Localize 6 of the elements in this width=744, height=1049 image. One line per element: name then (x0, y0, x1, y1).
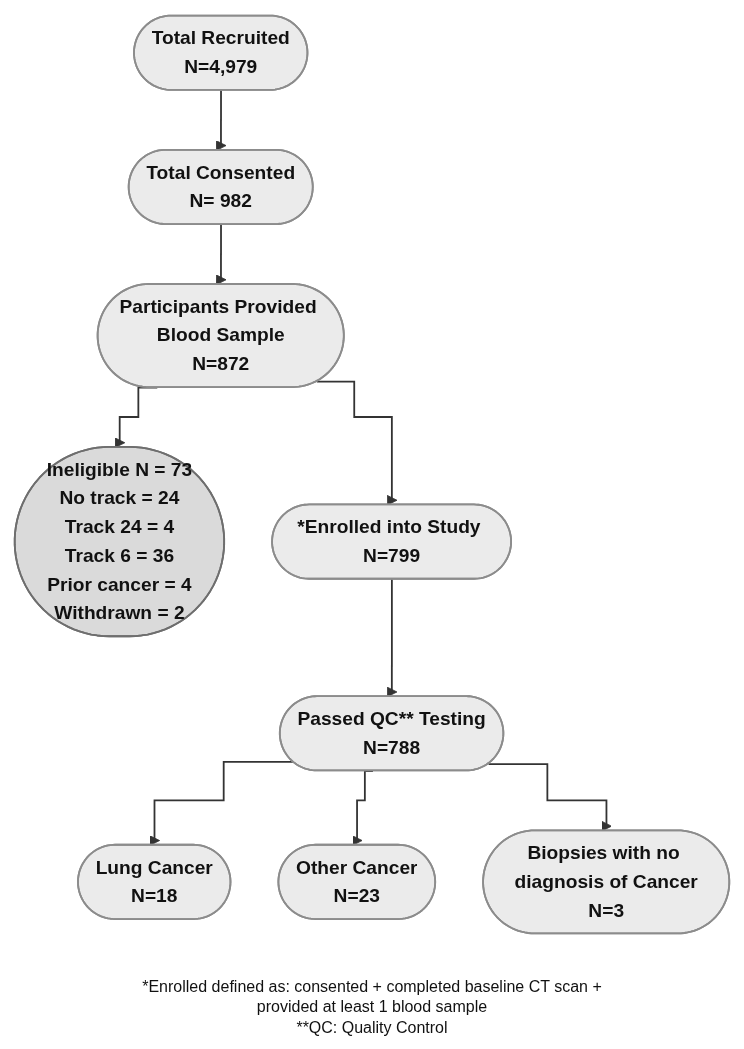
footnote-text: *Enrolled defined as: consented + completed baseline CT scan + provided at least 1 blood sample (141, 976, 603, 1018)
arrow (386, 578, 398, 698)
arrow (487, 763, 612, 832)
arrow (316, 380, 398, 506)
arrow (215, 89, 227, 151)
footnote-text: **QC: Quality Control (296, 1018, 448, 1039)
